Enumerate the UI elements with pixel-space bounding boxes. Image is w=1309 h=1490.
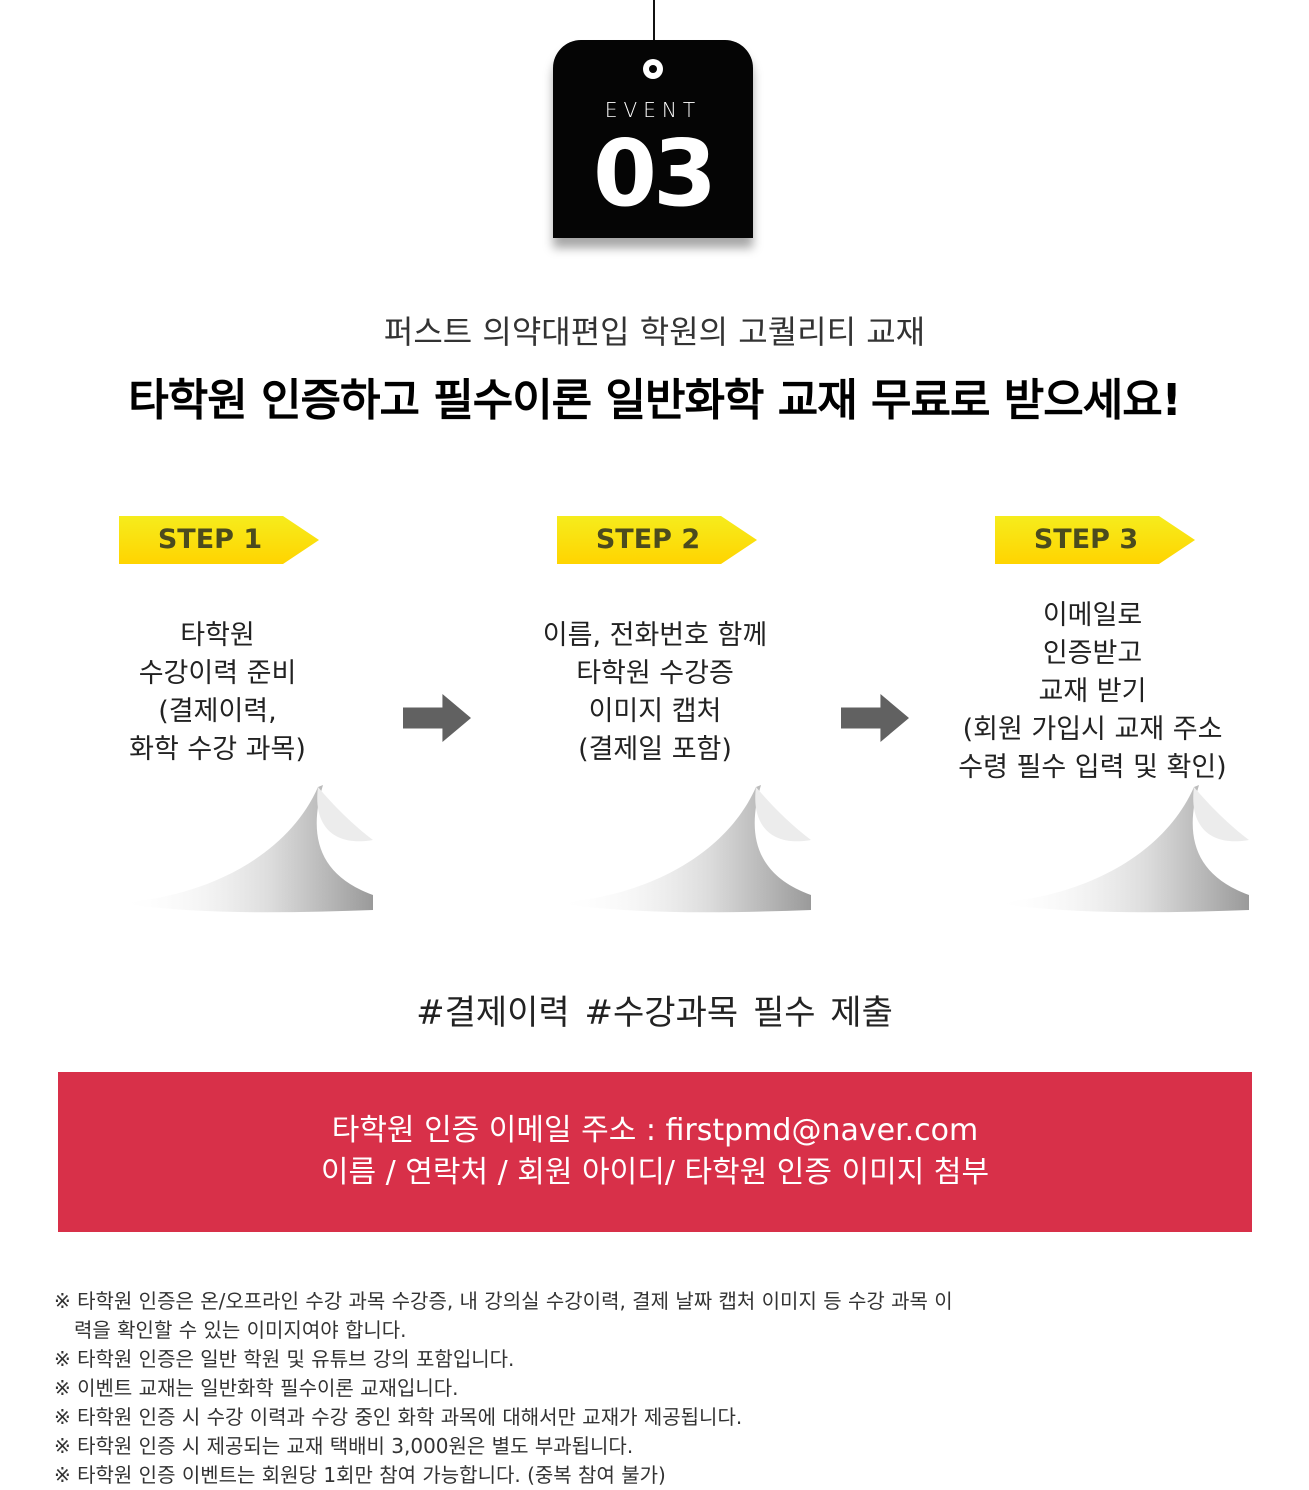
- note-item: ※ 타학원 인증 시 수강 이력과 수강 중인 화학 과목에 대해서만 교재가 …: [54, 1405, 743, 1429]
- subtitle: 퍼스트 의약대편입 학원의 고퀄리티 교재: [383, 313, 926, 351]
- page-curl-icon: [556, 785, 811, 913]
- step-2-line: 이미지 캡처: [588, 696, 722, 727]
- note-item: ※ 타학원 인증 시 제공되는 교재 택배비 3,000원은 별도 부과됩니다.: [54, 1434, 634, 1458]
- event-number: 03: [592, 120, 717, 227]
- arrow-right-icon: [841, 694, 909, 742]
- page-curl-icon: [994, 785, 1249, 913]
- step-3-line: 이메일로: [1042, 600, 1143, 631]
- step-3-line: 수령 필수 입력 및 확인): [958, 752, 1227, 783]
- note-item: ※ 이벤트 교재는 일반화학 필수이론 교재입니다.: [54, 1376, 459, 1400]
- step-3-text: 이메일로 인증받고 교재 받기 (회원 가입시 교재 주소 수령 필수 입력 및…: [935, 597, 1250, 787]
- event-tag: EVENT 03: [553, 40, 753, 238]
- step-2-line: 이름, 전화번호 함께: [542, 620, 768, 651]
- hashtags: #결제이력 #수강과목 필수 제출: [416, 993, 893, 1033]
- note-item: ※ 타학원 인증은 온/오프라인 수강 과목 수강증, 내 강의실 수강이력, …: [54, 1289, 953, 1342]
- step-2-line: (결제일 포함): [578, 734, 732, 765]
- required-items-line: 이름 / 연락처 / 회원 아이디/ 타학원 인증 이미지 첨부: [320, 1155, 990, 1190]
- step-3-line: (회원 가입시 교재 주소: [962, 714, 1223, 745]
- step-2-line: 타학원 수강증: [576, 658, 734, 689]
- step-3-label: STEP 3: [995, 516, 1195, 564]
- step-1-line: 타학원: [180, 620, 255, 651]
- notes-list: ※ 타학원 인증은 온/오프라인 수강 과목 수강증, 내 강의실 수강이력, …: [54, 1287, 954, 1490]
- headline: 타학원 인증하고 필수이론 일반화학 교재 무료로 받으세요!: [128, 375, 1182, 426]
- step-1-label: STEP 1: [119, 516, 319, 564]
- tag-hole: [643, 59, 663, 79]
- step-1-line: 수강이력 준비: [138, 658, 297, 689]
- step-1-line: (결제이력,: [158, 696, 277, 727]
- note-item: ※ 타학원 인증은 일반 학원 및 유튜브 강의 포함입니다.: [54, 1347, 515, 1371]
- step-2-label: STEP 2: [557, 516, 757, 564]
- arrow-right-icon: [403, 694, 471, 742]
- step-1-line: 화학 수강 과목): [129, 734, 306, 765]
- email-address-line: 타학원 인증 이메일 주소 : firstpmd@naver.com: [331, 1113, 979, 1148]
- page-curl-icon: [118, 785, 373, 913]
- email-info-box: 타학원 인증 이메일 주소 : firstpmd@naver.com 이름 / …: [58, 1072, 1252, 1232]
- event-label: EVENT: [604, 98, 702, 122]
- step-3-line: 인증받고: [1042, 638, 1143, 669]
- note-item: ※ 타학원 인증 이벤트는 회원당 1회만 참여 가능합니다. (중복 참여 불…: [54, 1463, 666, 1487]
- step-3-line: 교재 받기: [1038, 676, 1147, 707]
- step-2-text: 이름, 전화번호 함께 타학원 수강증 이미지 캡처 (결제일 포함): [510, 617, 800, 769]
- step-1-text: 타학원 수강이력 준비 (결제이력, 화학 수강 과목): [95, 617, 340, 769]
- tag-string: [653, 0, 655, 66]
